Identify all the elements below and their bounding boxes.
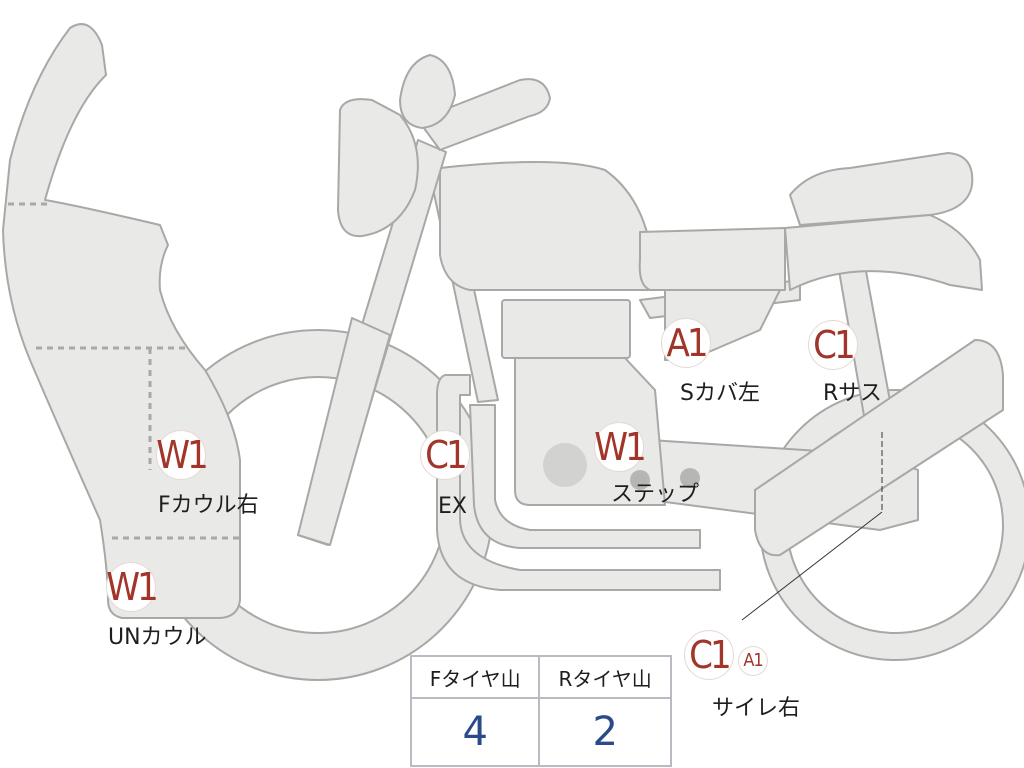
tire-tread-table: Fタイヤ山 Rタイヤ山 4 2 bbox=[409, 655, 672, 767]
label-r-sus: Rサス bbox=[823, 381, 882, 406]
rear-tire-value: 2 bbox=[538, 697, 672, 767]
label-silencer-right: サイレ右 bbox=[712, 696, 801, 721]
exhaust-pipe-inner bbox=[469, 404, 701, 549]
badge-f-cowl-right: W1 bbox=[156, 430, 209, 480]
step-peg-2 bbox=[680, 468, 700, 488]
leader-line-diagonal bbox=[741, 511, 883, 621]
front-tire-value: 4 bbox=[409, 697, 541, 767]
badge-silencer-right: C1 bbox=[684, 630, 734, 680]
label-s-cover-left: Sカバ左 bbox=[680, 381, 760, 406]
step-peg-1 bbox=[630, 470, 650, 490]
seat-front bbox=[638, 227, 786, 291]
mirror bbox=[399, 54, 456, 129]
engine-top bbox=[501, 299, 631, 359]
seat-rear bbox=[789, 152, 974, 226]
fuel-tank bbox=[439, 160, 651, 291]
badge-ex: C1 bbox=[420, 430, 470, 480]
rear-tire-header: Rタイヤ山 bbox=[538, 655, 672, 699]
fork-guard bbox=[297, 317, 391, 546]
badge-r-sus: C1 bbox=[808, 320, 858, 370]
engine-cover bbox=[543, 443, 587, 487]
exhaust-pipe-outer bbox=[436, 374, 721, 591]
label-un-cowl: UNカウル bbox=[108, 625, 207, 650]
badge-silencer-right-secondary: A1 bbox=[738, 646, 768, 676]
badge-step: W1 bbox=[594, 422, 647, 472]
headlight bbox=[337, 98, 419, 238]
handlebar bbox=[417, 78, 551, 151]
label-f-cowl-right: Fカウル右 bbox=[158, 493, 259, 518]
front-tire-header: Fタイヤ山 bbox=[409, 655, 541, 699]
tail-cowl bbox=[784, 214, 983, 291]
badge-s-cover-left: A1 bbox=[661, 318, 711, 368]
label-step: ステップ bbox=[611, 482, 700, 507]
label-ex: EX bbox=[438, 494, 467, 519]
front-cowl bbox=[2, 23, 241, 619]
muffler bbox=[754, 339, 1004, 557]
badge-un-cowl: W1 bbox=[106, 562, 159, 612]
